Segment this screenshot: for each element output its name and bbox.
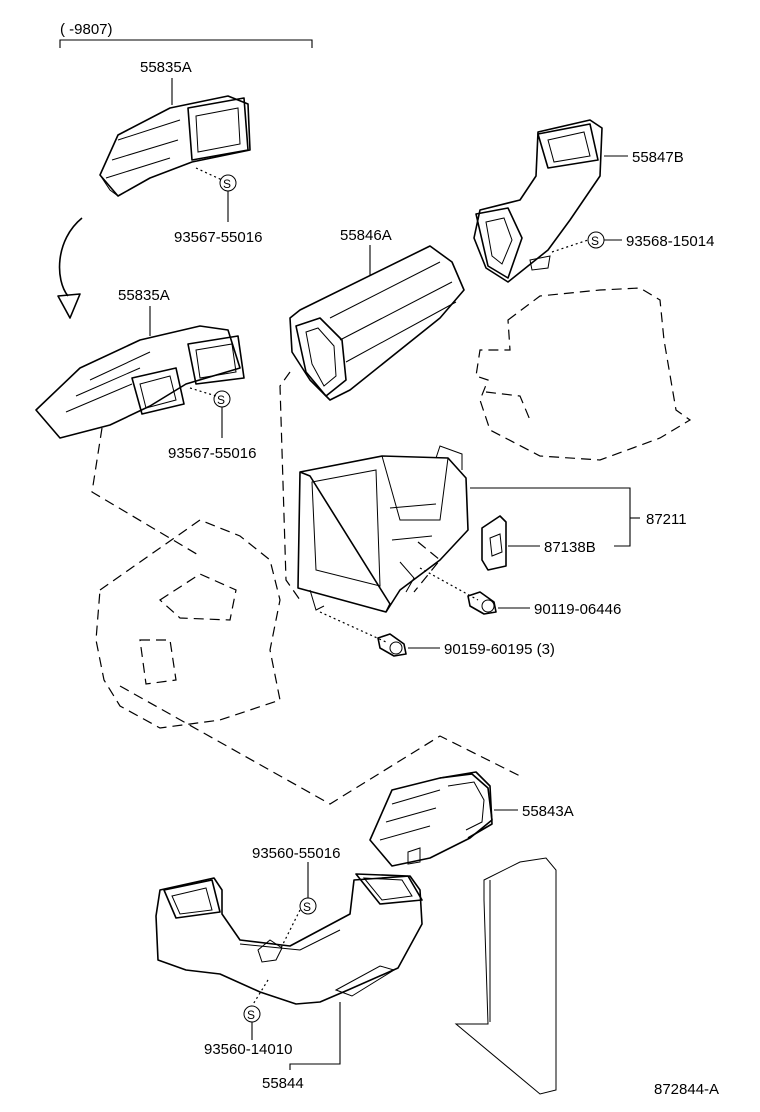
range-bracket [59, 39, 313, 48]
label-55843a: 55843A [522, 803, 574, 820]
label-87211: 87211 [646, 511, 687, 528]
label-55847b: 55847B [632, 149, 684, 166]
label-87138b: 87138B [544, 539, 596, 556]
label-55846a: 55846A [340, 227, 392, 244]
clip-icon-93560-55016: S [279, 862, 317, 951]
label-93567-bottom: 93567-55016 [168, 445, 256, 462]
bracket-87211 [470, 487, 640, 547]
instrument-panel-outline [95, 519, 281, 729]
range-label: ( -9807) [60, 21, 113, 38]
sheet-id: 872844-A [654, 1081, 719, 1098]
clip-icon-93568: S [551, 231, 622, 253]
heater-unit-outline [475, 287, 692, 461]
duct-55844 [155, 873, 423, 1005]
label-93560-14010: 93560-14010 [204, 1041, 292, 1058]
clip-icon-93560-14010: S [243, 979, 269, 1040]
clip-icon-bottom: S [189, 387, 231, 438]
screw-icon-90159 [319, 611, 407, 657]
duct-55843a [369, 771, 493, 867]
label-55835a-top: 55835A [140, 59, 192, 76]
screw-icon-90119 [419, 567, 497, 615]
assembly-guide-lines [91, 371, 521, 805]
duct-55847b [473, 119, 603, 283]
duct-55846a [289, 245, 465, 401]
console-outline [454, 857, 557, 1095]
svg-text:S: S [223, 177, 231, 191]
label-90159: 90159-60195 (3) [444, 641, 555, 658]
svg-text:S: S [247, 1008, 255, 1022]
duct-housing-87211 [297, 445, 469, 613]
svg-text:S: S [591, 234, 599, 248]
sensor-87138b [481, 515, 507, 571]
svg-text:S: S [303, 900, 311, 914]
label-93567-top: 93567-55016 [174, 229, 262, 246]
label-55844: 55844 [262, 1075, 304, 1092]
duct-55835a-top [99, 95, 251, 197]
label-90119: 90119-06446 [534, 601, 621, 618]
change-arrow-icon [57, 217, 83, 319]
duct-55835a-bottom [35, 325, 245, 439]
label-55835a-bottom: 55835A [118, 287, 170, 304]
svg-text:S: S [217, 393, 225, 407]
label-93560-55016: 93560-55016 [252, 845, 340, 862]
clip-icon-top: S [195, 167, 237, 222]
label-93568: 93568-15014 [626, 233, 714, 250]
